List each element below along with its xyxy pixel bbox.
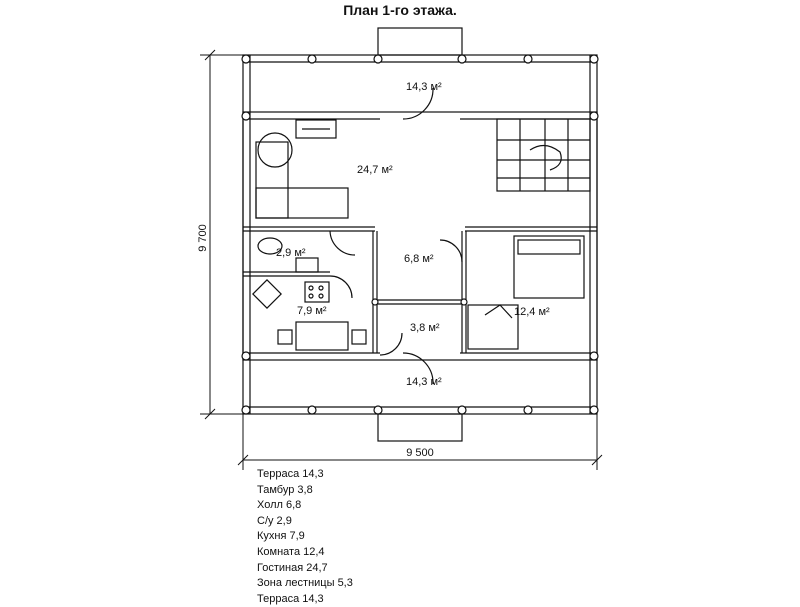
dining-table bbox=[295, 321, 349, 351]
legend-item: Терраса 14,3 bbox=[257, 468, 324, 480]
stair-zone bbox=[496, 118, 591, 192]
room-area-kitchen: 7,9 м² bbox=[297, 305, 327, 317]
top-porch bbox=[377, 27, 463, 56]
room-area-hall: 6,8 м² bbox=[404, 253, 434, 265]
house-outline bbox=[242, 111, 598, 361]
legend-item: С/у 2,9 bbox=[257, 514, 292, 527]
stove bbox=[304, 281, 330, 303]
legend-item: Зона лестницы 5,3 bbox=[257, 577, 353, 590]
legend-item: Терраса 14,3 bbox=[257, 592, 324, 605]
room-area-terrace-top: 14,3 м² bbox=[406, 81, 442, 93]
height-dimension: 9 700 bbox=[197, 224, 209, 252]
sofa bbox=[255, 141, 289, 219]
bed bbox=[513, 235, 585, 299]
legend-item: Гостиная 24,7 bbox=[257, 561, 328, 574]
room-area-living: 24,7 м² bbox=[357, 164, 393, 176]
room-area-vestibule: 3,8 м² bbox=[410, 322, 440, 334]
room-area-bedroom: 12,4 м² bbox=[514, 306, 550, 318]
tv-stand bbox=[295, 119, 337, 139]
plan-title: План 1-го этажа. bbox=[343, 2, 457, 18]
legend-item: Кухня 7,9 bbox=[257, 530, 305, 543]
legend-item: Комната 12,4 bbox=[257, 545, 325, 558]
room-area-wc: 2,9 м² bbox=[276, 247, 306, 259]
legend-item: Тамбур 3,8 bbox=[257, 483, 313, 496]
legend-item: Холл 6,8 bbox=[257, 499, 302, 512]
width-dimension: 9 500 bbox=[406, 447, 434, 459]
room-area-terrace-bottom: 14,3 м² bbox=[406, 376, 442, 388]
bottom-porch bbox=[377, 413, 463, 442]
area-legend: Терраса 14,3 Тамбур 3,8 Холл 6,8 С/у 2,9… bbox=[257, 467, 353, 607]
